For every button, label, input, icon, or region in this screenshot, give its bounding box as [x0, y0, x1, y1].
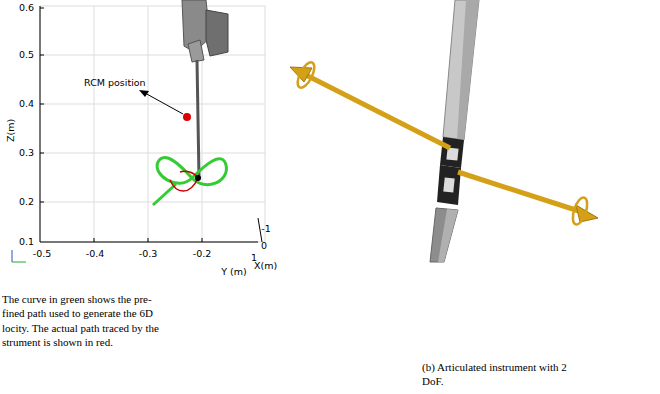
axis-tick: -0.4	[86, 249, 105, 260]
callout-label: RCM position	[84, 78, 146, 89]
axis-tick: 0.5	[19, 50, 34, 61]
axis-title: Y (m)	[221, 267, 247, 278]
axis-title: X(m)	[254, 261, 277, 272]
joint-axis	[290, 60, 598, 226]
axis-tick: -1	[261, 224, 270, 235]
axis-tick: 0.2	[19, 197, 34, 208]
tool-tip	[195, 175, 201, 181]
axis-tick: -0.5	[33, 249, 52, 260]
rcm-point	[183, 113, 191, 121]
axis-tick: 0.3	[19, 148, 34, 159]
articulated-instrument	[430, 0, 479, 262]
predefined-path	[153, 158, 226, 205]
axis-tick: 0.1	[19, 237, 34, 248]
subfigure-caption: The curve in green shows the pre- fined …	[2, 292, 167, 349]
axis-tick: 0.6	[19, 3, 34, 14]
axis-tick: 1	[251, 253, 257, 264]
actual-path	[170, 171, 198, 191]
axis-tick: 0.4	[19, 99, 34, 110]
rcm-leader	[139, 90, 183, 114]
axis-title: Z(m)	[7, 118, 18, 141]
axis-tick: 0	[261, 241, 267, 252]
axis-tick: -0.3	[139, 249, 158, 260]
axis-triad	[12, 250, 26, 262]
axis-tick: -0.2	[193, 249, 212, 260]
subfigure-caption: (b) Articulated instrument with 2 DoF.	[422, 360, 582, 389]
plot-axes	[40, 6, 262, 242]
plot-grid	[40, 6, 265, 242]
robot-tool	[182, 0, 228, 178]
